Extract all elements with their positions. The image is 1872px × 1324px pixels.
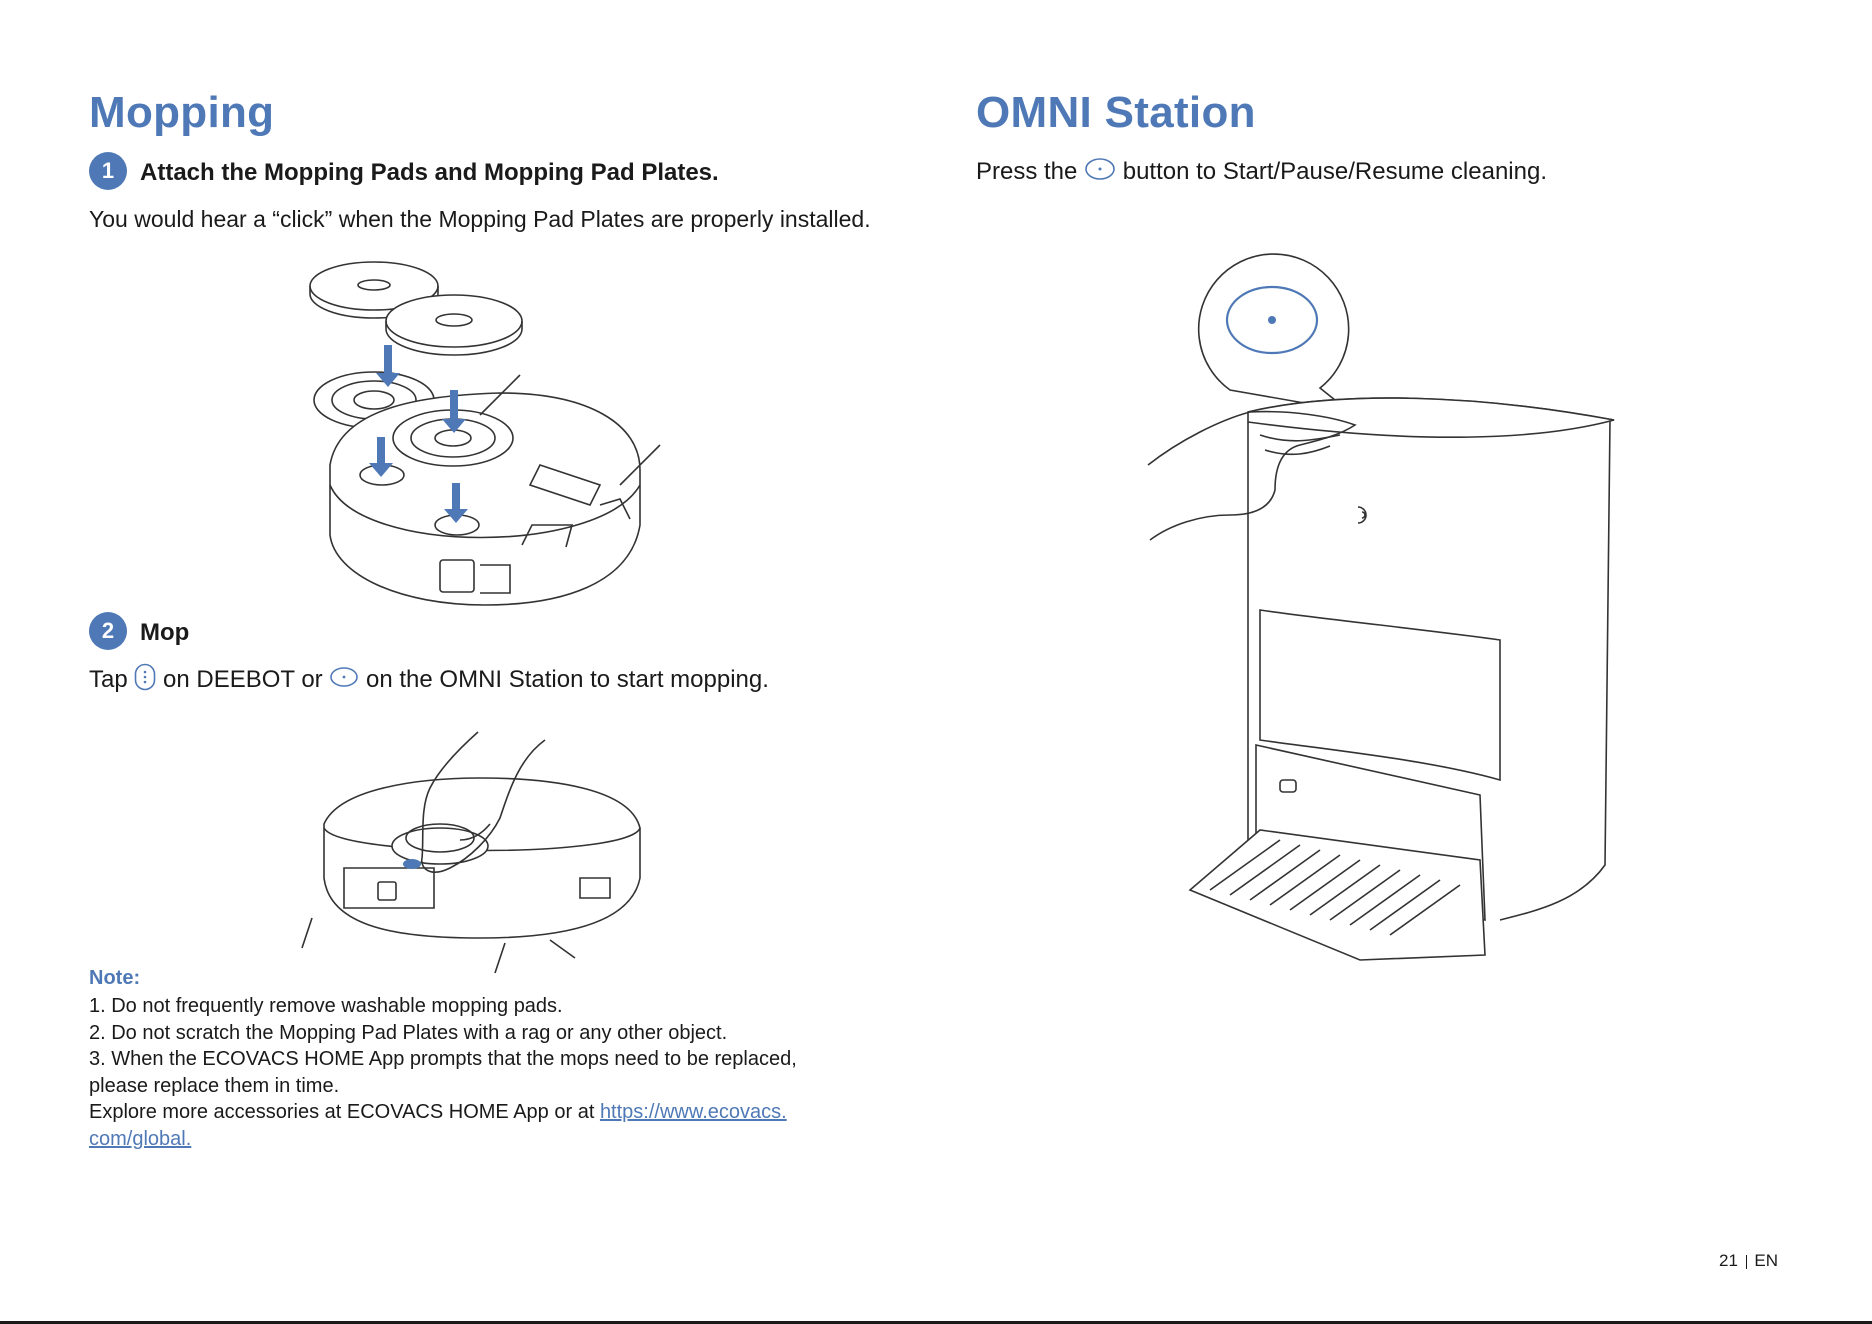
page-footer: 21 EN bbox=[1719, 1251, 1778, 1271]
step-2-text-part2: on DEEBOT or bbox=[163, 665, 323, 693]
note-line-2: 2. Do not scratch the Mopping Pad Plates… bbox=[89, 1021, 728, 1044]
omni-station-title: OMNI Station bbox=[976, 88, 1256, 137]
mopping-title: Mopping bbox=[89, 88, 275, 137]
mopping-pads-illustration bbox=[309, 261, 661, 606]
omni-station-text: Press the button to Start/Pause/Resume c… bbox=[976, 157, 1547, 188]
deebot-button-icon bbox=[134, 663, 156, 698]
note-link-line: com/global. bbox=[89, 1126, 191, 1153]
robot-press-illustration bbox=[301, 731, 641, 974]
step-1-text: You would hear a “click” when the Moppin… bbox=[89, 206, 871, 232]
page-language: EN bbox=[1754, 1251, 1779, 1270]
footer-divider bbox=[1745, 1254, 1747, 1269]
note-title: Note: bbox=[89, 967, 141, 989]
step-2-text-part1: Tap bbox=[89, 665, 128, 693]
step-2-text: Tap on DEEBOT or on the OMNI Station to … bbox=[89, 663, 769, 698]
note-line-4: please replace them in time. bbox=[89, 1074, 340, 1097]
station-button-icon bbox=[329, 666, 359, 695]
omni-station-illustration bbox=[1147, 253, 1615, 961]
note-line-1: 1. Do not frequently remove washable mop… bbox=[89, 995, 563, 1017]
omni-text-part1: Press the bbox=[976, 157, 1078, 185]
ecovacs-link-part2[interactable]: com/global. bbox=[89, 1127, 192, 1150]
ecovacs-link-part1[interactable]: https://www.ecovacs. bbox=[599, 1101, 787, 1123]
note-line-3: 3. When the ECOVACS HOME App prompts tha… bbox=[89, 1048, 797, 1070]
step-1-title: Attach the Mopping Pads and Mopping Pad … bbox=[140, 159, 719, 186]
page-number: 21 bbox=[1719, 1251, 1738, 1270]
step-1-badge: 1 bbox=[89, 152, 127, 190]
step-2-badge: 2 bbox=[89, 612, 127, 650]
note-explore-text: Explore more accessories at ECOVACS HOME… bbox=[89, 1101, 595, 1123]
omni-text-part2: button to Start/Pause/Resume cleaning. bbox=[1122, 157, 1547, 185]
step-2-text-part3: on the OMNI Station to start mopping. bbox=[366, 665, 769, 693]
bottom-rule bbox=[0, 1321, 1872, 1324]
step-2-title: Mop bbox=[140, 619, 190, 646]
station-button-icon bbox=[1084, 157, 1116, 188]
note-explore-line: Explore more accessories at ECOVACS HOME… bbox=[89, 1099, 787, 1126]
